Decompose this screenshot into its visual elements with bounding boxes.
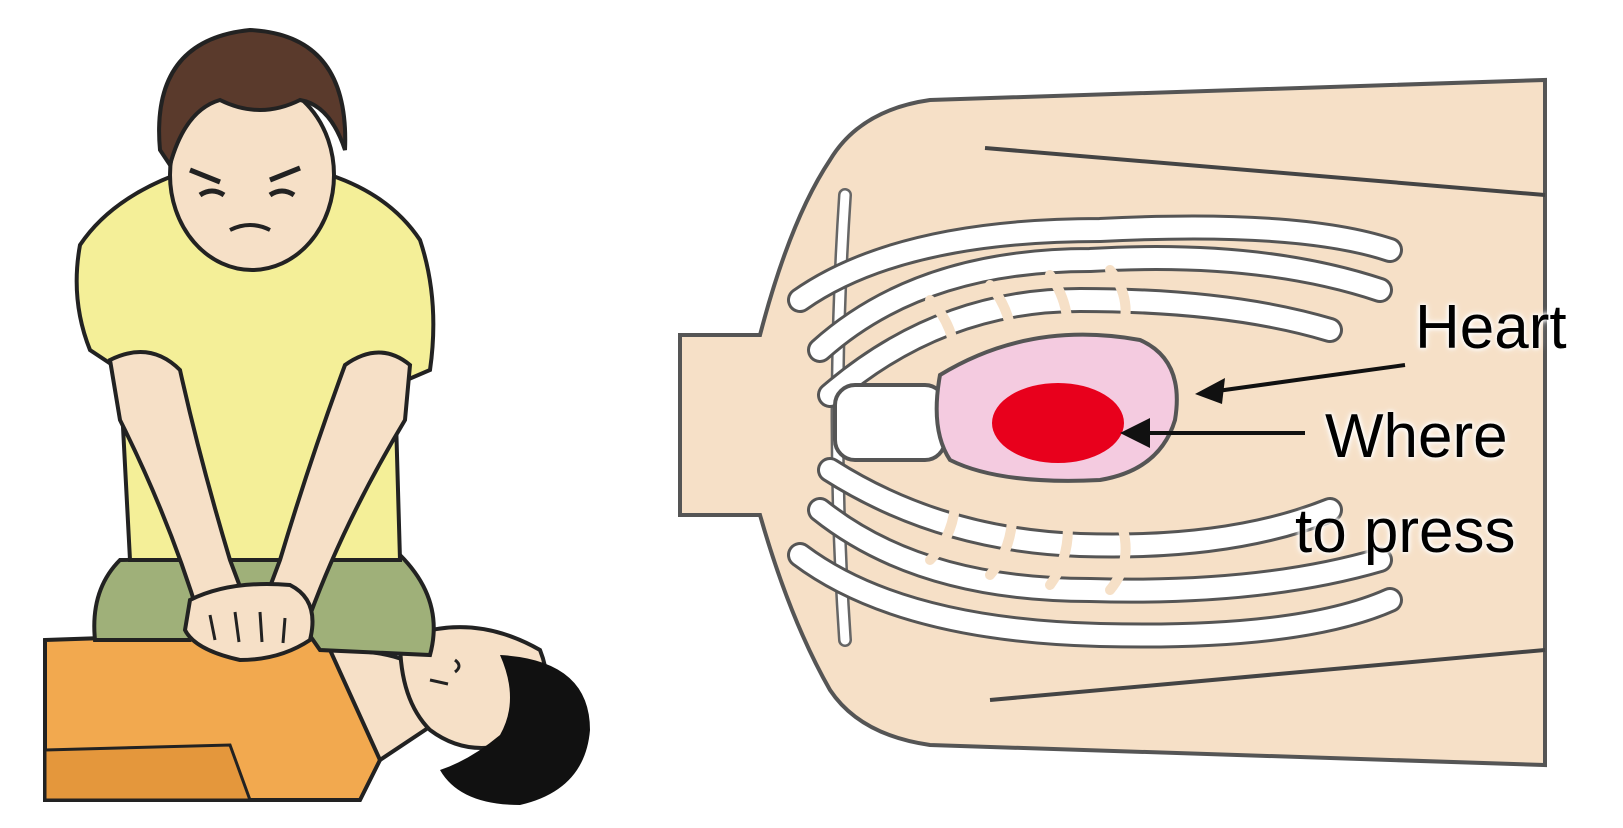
heart-label: Heart (1415, 296, 1567, 360)
rescuer-head (159, 30, 345, 270)
rescuer-scene (45, 30, 590, 805)
where-to-press-label-line1: Where (1325, 405, 1508, 469)
victim-illustration (45, 627, 590, 805)
rescuer-hands (185, 584, 313, 660)
where-to-press-label-line2: to press (1295, 500, 1516, 564)
press-spot (992, 383, 1124, 463)
